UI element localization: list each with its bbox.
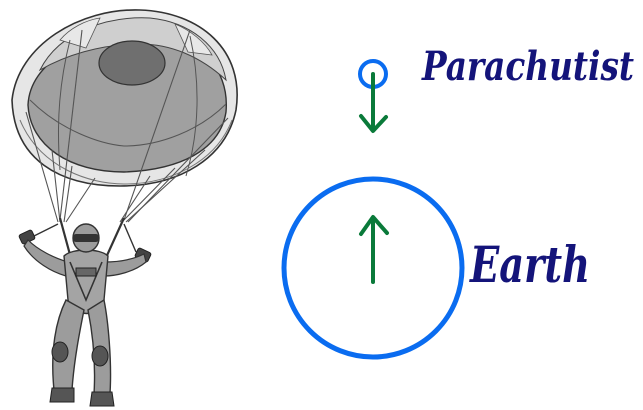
earth-label: Earth: [468, 235, 590, 294]
suspension-lines: [25, 29, 229, 223]
arrow-up-icon: [359, 215, 389, 284]
skydiver-body: [23, 223, 147, 407]
arrow-down-icon: [359, 72, 388, 133]
parachute-canopy: [11, 9, 238, 187]
parachutist-body-diagram: [358, 59, 388, 133]
earth-circle: [281, 176, 465, 360]
parachutist-label: Parachutist: [421, 43, 634, 90]
earth-body-diagram: [281, 176, 465, 360]
parachutist-illustration: [11, 9, 238, 407]
